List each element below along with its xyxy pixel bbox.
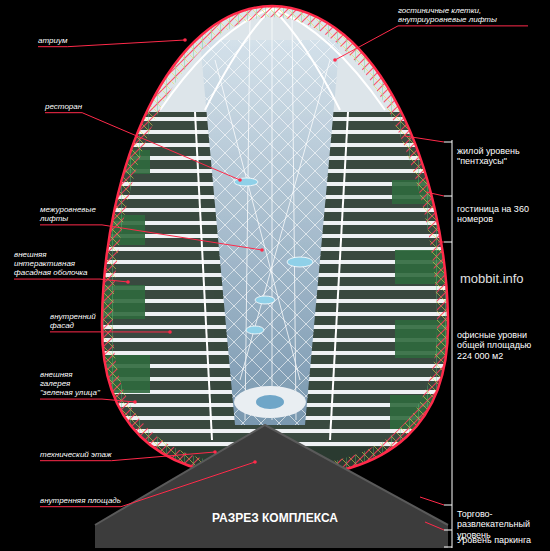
callout-label: межуровневые лифты [40, 205, 102, 223]
leader-line [102, 225, 262, 250]
label-underline [38, 46, 67, 47]
callout-label: внешняя интерактивная фасадная оболочка [14, 250, 100, 278]
label-underline [50, 331, 98, 332]
level-label: Уровень паркинга [457, 535, 531, 545]
leader-line [121, 462, 255, 507]
leader-line [98, 331, 170, 332]
level-label: жилой уровень "пентхаусы" [457, 146, 545, 167]
watermark: mobbit.info [460, 272, 524, 287]
callout-label: внутренняя площадь [40, 496, 121, 505]
label-underline [45, 112, 82, 113]
label-underline [40, 224, 102, 225]
leader-line [335, 26, 398, 60]
leader-dot [253, 460, 257, 464]
leader-dot [168, 330, 172, 334]
leader-line [111, 452, 215, 461]
leader-line [82, 113, 240, 180]
leader-dot [238, 178, 242, 182]
level-label: офисные уровни общей площадью 224 000 м2 [457, 330, 545, 361]
leader-dot [260, 248, 264, 252]
level-label: гостиница на 360 номеров [457, 204, 545, 225]
callout-label: технический этаж [40, 450, 111, 459]
leader-line [100, 279, 128, 282]
callout-label: гостиничные клетки, внутриуровневые лифт… [398, 6, 528, 24]
callout-label: атриум [38, 36, 67, 45]
leader-dot [133, 400, 137, 404]
leader-dot [126, 280, 130, 284]
label-underline [40, 460, 111, 461]
leader-dot [333, 58, 337, 62]
leader-line [67, 40, 185, 47]
label-underline [40, 506, 121, 507]
label-underline [14, 279, 100, 280]
callout-label: внешняя галерея "зеленая улица" [40, 370, 102, 398]
label-underline [398, 25, 528, 26]
callout-label: ресторан [45, 102, 82, 111]
leader-dot [213, 450, 217, 454]
leader-dot [183, 38, 187, 42]
callout-label: внутренний фасад [50, 312, 98, 330]
label-underline [40, 399, 102, 400]
leader-line [102, 399, 135, 402]
